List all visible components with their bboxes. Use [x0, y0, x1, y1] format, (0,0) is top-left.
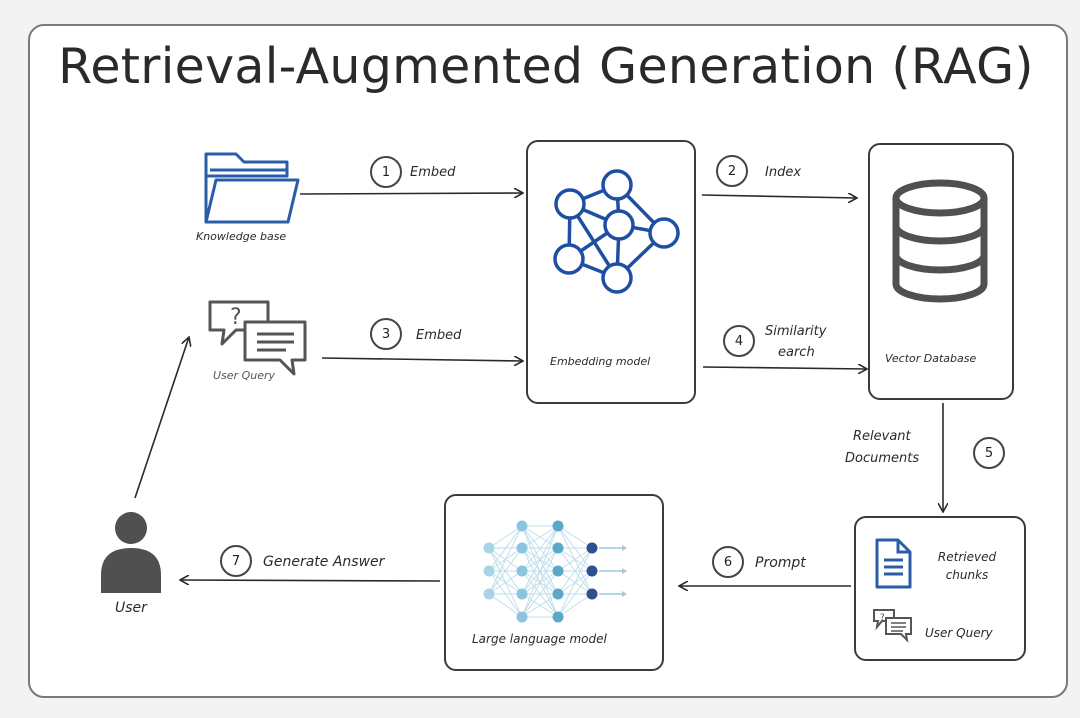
step-4-label-line2: earch: [778, 345, 815, 360]
llm-node: [516, 588, 528, 600]
step-2-label: Index: [765, 165, 802, 180]
knowledge-base-label: Knowledge base: [196, 230, 287, 243]
step-7-badge: 7: [220, 545, 252, 577]
arrow-generate-answer: [180, 580, 441, 581]
step-3-label: Embed: [416, 328, 462, 343]
svg-text:?: ?: [230, 305, 242, 330]
llm-node: [483, 588, 495, 600]
llm-edge: [488, 570, 523, 595]
step-4-label-line1: Similarity: [765, 324, 827, 339]
arrow-user-to-query: [134, 337, 189, 499]
step-6-badge: 6: [712, 546, 744, 578]
llm-node: [586, 565, 598, 577]
step-6-label: Prompt: [755, 555, 806, 571]
retrieved-user-query-label: User Query: [925, 626, 993, 640]
retrieved-chunks-label: Retrieved chunks: [937, 550, 997, 582]
llm-edge: [557, 570, 593, 618]
llm-edge: [488, 525, 523, 572]
svg-text:?: ?: [880, 613, 885, 623]
vector-database-label: Vector Database: [885, 352, 977, 365]
step-1-label: Embed: [410, 165, 456, 180]
step-1-badge: 1: [370, 156, 402, 188]
llm-box: [444, 494, 664, 671]
llm-edge: [557, 547, 593, 572]
llm-edge: [521, 547, 559, 618]
llm-node: [552, 588, 564, 600]
llm-edge: [521, 525, 559, 618]
arrow-index: [701, 195, 857, 198]
step-4-badge: 4: [723, 325, 755, 357]
llm-edge: [557, 547, 593, 618]
llm-edge: [557, 525, 593, 549]
step-7-label: Generate Answer: [263, 554, 385, 570]
step-3-badge: 3: [370, 318, 402, 350]
llm-node: [483, 565, 495, 577]
user-query-label: User Query: [213, 369, 275, 382]
llm-node: [516, 520, 528, 532]
llm-edge: [521, 525, 559, 549]
llm-node: [586, 542, 598, 554]
llm-edge: [488, 547, 523, 595]
diagram-title: Retrieval-Augmented Generation (RAG): [58, 38, 1034, 95]
llm-node: [516, 565, 528, 577]
llm-edge: [521, 593, 559, 618]
llm-node: [552, 542, 564, 554]
step-5-badge: 5: [973, 437, 1005, 469]
llm-node: [483, 542, 495, 554]
step-5-label-line1: Relevant: [853, 429, 911, 444]
llm-node: [516, 611, 528, 623]
llm-edge: [488, 525, 523, 595]
arrow-embed-knowledge: [299, 193, 523, 194]
arrow-similarity-search: [702, 367, 867, 369]
arrow-embed-query: [321, 358, 523, 361]
llm-node: [516, 542, 528, 554]
llm-edge: [557, 593, 593, 618]
llm-edge: [488, 525, 523, 549]
llm-edge: [557, 547, 593, 595]
llm-node: [586, 588, 598, 600]
user-label: User: [115, 600, 147, 616]
llm-edge: [521, 525, 559, 595]
llm-node: [552, 520, 564, 532]
llm-node: [552, 611, 564, 623]
llm-node: [552, 565, 564, 577]
llm-edge: [521, 525, 559, 572]
llm-label: Large language model: [472, 632, 607, 646]
llm-edge: [521, 570, 559, 618]
llm-edge: [488, 593, 523, 618]
step-5-label-line2: Documents: [845, 451, 920, 466]
embedding-model-label: Embedding model: [550, 355, 651, 368]
step-2-badge: 2: [716, 155, 748, 187]
